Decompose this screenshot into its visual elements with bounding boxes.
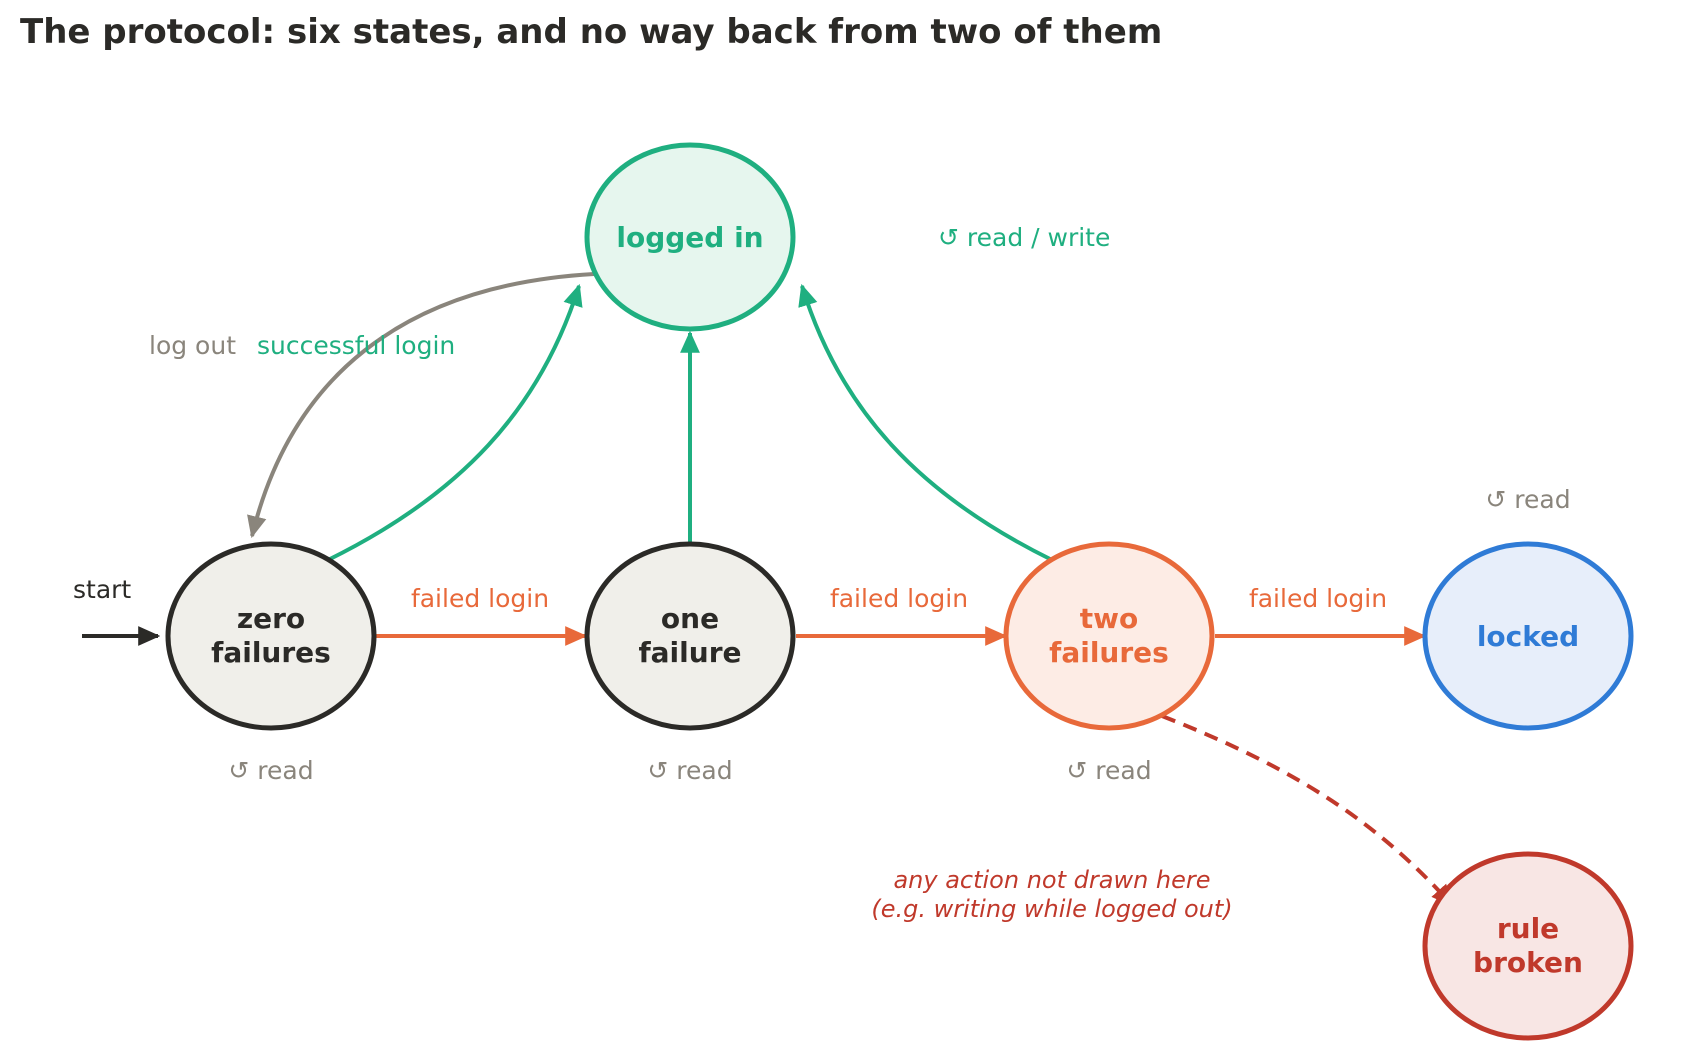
loop-label-one: ↺ read bbox=[647, 756, 732, 785]
state-locked: locked bbox=[1422, 541, 1634, 731]
loop-label-locked: ↺ read bbox=[1485, 485, 1570, 514]
state-two-failures: two failures bbox=[1003, 541, 1215, 731]
failed-login-label-1: failed login bbox=[411, 584, 549, 613]
state-one-label-line2: failure bbox=[638, 636, 741, 669]
state-two-label-line1: two bbox=[1080, 602, 1139, 635]
note-line-2: (e.g. writing while logged out) bbox=[871, 895, 1232, 923]
state-zero-failures: zero failures bbox=[165, 541, 377, 731]
edge-zero-to-logged-in bbox=[327, 283, 583, 562]
successful-login-label: successful login bbox=[257, 331, 455, 360]
note-line-1: any action not drawn here bbox=[893, 866, 1210, 894]
state-rule-broken: rule broken bbox=[1422, 851, 1634, 1041]
loop-label-two: ↺ read bbox=[1066, 756, 1151, 785]
edge-logout bbox=[247, 272, 595, 539]
state-one-label-line1: one bbox=[661, 602, 719, 635]
state-broken-label-line2: broken bbox=[1473, 946, 1583, 979]
state-zero-label-line2: failures bbox=[211, 636, 331, 669]
edge-two-to-logged-in bbox=[798, 283, 1053, 562]
start-label: start bbox=[73, 575, 131, 604]
state-one-failure: one failure bbox=[584, 541, 796, 731]
loop-label-logged-in: ↺ read / write bbox=[938, 223, 1110, 252]
edge-two-to-broken bbox=[1161, 714, 1454, 907]
state-logged-in: logged in bbox=[584, 142, 796, 332]
failed-login-label-2: failed login bbox=[830, 584, 968, 613]
state-broken-label-line1: rule bbox=[1497, 912, 1559, 945]
state-two-label-line2: failures bbox=[1049, 636, 1169, 669]
loop-label-zero: ↺ read bbox=[228, 756, 313, 785]
state-zero-label-line1: zero bbox=[237, 602, 305, 635]
log-out-label: log out bbox=[149, 331, 236, 360]
failed-login-label-3: failed login bbox=[1249, 584, 1387, 613]
state-logged-in-label: logged in bbox=[616, 221, 763, 254]
diagram-title: The protocol: six states, and no way bac… bbox=[20, 12, 1163, 52]
state-locked-label: locked bbox=[1477, 620, 1579, 653]
